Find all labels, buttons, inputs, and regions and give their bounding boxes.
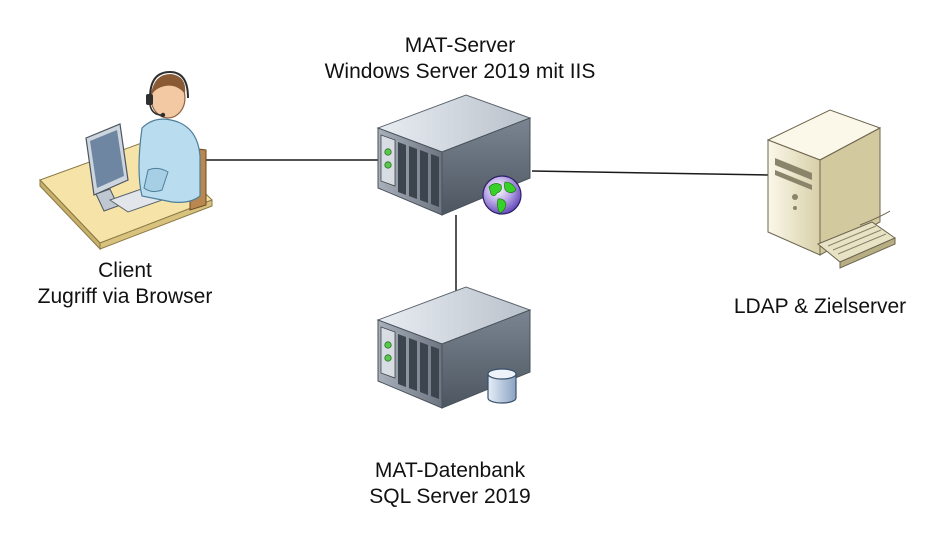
- connector-server-ldap: [531, 170, 769, 176]
- tower-server-icon: [766, 109, 897, 269]
- mat-server-name: MAT-Server: [404, 34, 516, 57]
- globe-icon: [482, 175, 522, 215]
- database-label: MAT-Datenbank SQL Server 2019: [300, 458, 600, 510]
- monitor-icon: [85, 123, 129, 212]
- client-label: Client Zugriff via Browser: [20, 258, 230, 310]
- person-icon: [138, 70, 201, 203]
- mat-server-platform: Windows Server 2019 mit IIS: [324, 60, 596, 83]
- user-workstation-icon: [39, 70, 213, 251]
- web-server-icon: [376, 94, 532, 216]
- client-access: Zugriff via Browser: [37, 285, 213, 308]
- mat-server-label: MAT-Server Windows Server 2019 mit IIS: [280, 33, 640, 85]
- headset-icon: [146, 70, 189, 118]
- cylinder-icon: [487, 368, 517, 404]
- database-platform: SQL Server 2019: [369, 485, 531, 508]
- ldap-label: LDAP & Zielserver: [710, 294, 930, 320]
- keyboard-icon: [817, 210, 897, 269]
- ldap-name: LDAP & Zielserver: [733, 295, 907, 318]
- database-name: MAT-Datenbank: [374, 459, 526, 482]
- client-name: Client: [98, 259, 152, 282]
- database-server-icon: [376, 286, 532, 409]
